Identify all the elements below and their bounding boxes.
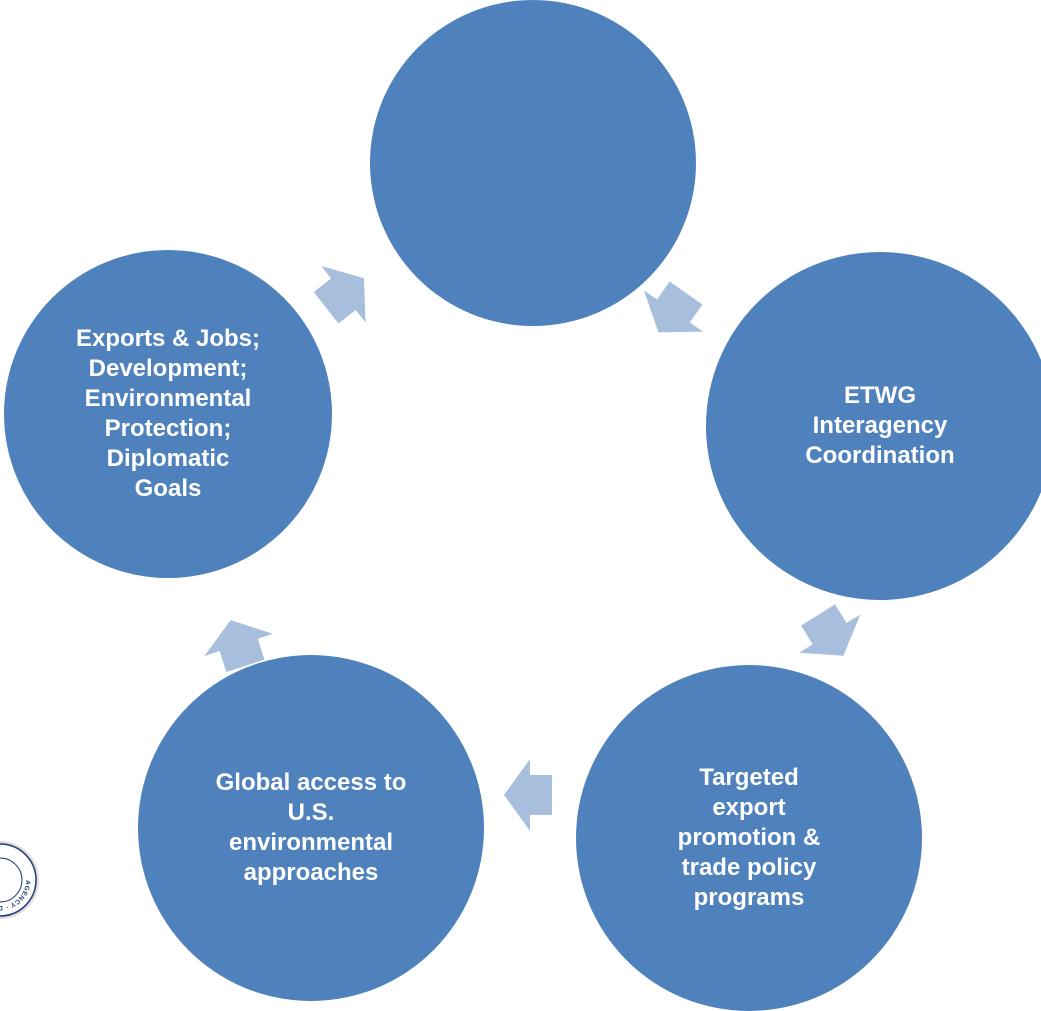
cycle-arrow-bottom-right-to-bottom-left [504,759,552,831]
arrow-shape [204,620,273,673]
cycle-node-etwg-coordination-label: ETWG Interagency Coordination [805,382,955,469]
arrow-shape [799,604,861,656]
cycle-node-global-access: Global access to U.S. environmental appr… [138,655,484,1001]
cycle-arrow-right-to-bottom-right [799,604,861,656]
cycle-arrow-bottom-left-to-left [204,620,273,673]
arrow-shape [504,759,552,831]
arrow-shape [313,265,366,324]
cycle-arrow-left-to-top [313,265,366,324]
cycle-node-export-promotion-label: Targeted export promotion & trade policy… [677,764,821,911]
cycle-node-global-access-label: Global access to U.S. environmental appr… [215,769,407,886]
agency-seal-icon: AGENCY · DEVELOPMENT [0,841,39,919]
arrow-shape [643,281,703,333]
cycle-arrow-top-to-right [643,281,703,333]
cycle-node-goals-label: Exports & Jobs; Development; Environment… [75,325,261,502]
cycle-node-goals: Exports & Jobs; Development; Environment… [4,250,332,578]
cycle-node-etwg-coordination: ETWG Interagency Coordination [706,252,1041,600]
cycle-node-export-promotion: Targeted export promotion & trade policy… [576,665,922,1011]
cycle-node-top [370,0,696,326]
